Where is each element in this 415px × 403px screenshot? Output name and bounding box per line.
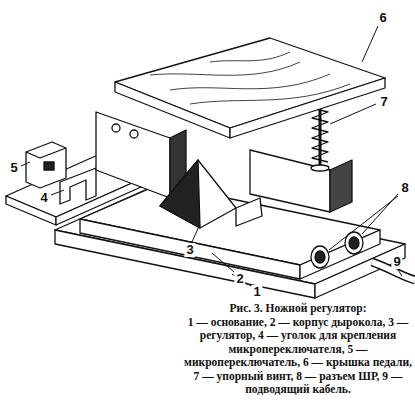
hole — [130, 130, 138, 138]
callout-number: 1 — [251, 285, 262, 299]
callout-number: 8 — [399, 181, 410, 195]
regulator — [160, 160, 236, 228]
screw-nut — [311, 165, 329, 171]
angle-bracket — [60, 168, 96, 204]
microswitch-edges — [26, 148, 66, 158]
callout-number: 9 — [391, 255, 402, 269]
housing-front — [80, 219, 300, 279]
figure-title: Рис. 3. Ножной регулятор: — [184, 302, 412, 316]
callout-number: 4 — [38, 191, 49, 205]
lid-top — [115, 38, 385, 128]
callout-number: 2 — [234, 272, 245, 286]
microswitch — [26, 142, 66, 188]
spring — [312, 108, 328, 162]
connector — [311, 246, 329, 268]
housing-side — [300, 230, 380, 279]
support-plate — [96, 112, 170, 198]
inner-block-side — [330, 160, 352, 212]
caption-block: Рис. 3. Ножной регулятор:1 — основание, … — [184, 302, 412, 397]
hole — [112, 124, 120, 132]
lid-side — [230, 78, 385, 138]
callout-number: 5 — [8, 161, 19, 175]
callout-number: 7 — [378, 95, 389, 109]
connector-pins — [349, 237, 359, 249]
connector-pins — [315, 251, 325, 263]
figure-caption: 1 — основание, 2 — корпус дырокола, 3 — … — [184, 316, 412, 397]
callout-number: 3 — [184, 243, 195, 257]
callout-number: 6 — [377, 11, 388, 25]
regulator-mount — [236, 198, 262, 226]
wood-grain — [150, 52, 350, 104]
regulator-shade — [160, 160, 200, 228]
lid-front — [115, 82, 230, 138]
leader-lines — [21, 26, 402, 286]
microswitch-button — [44, 162, 54, 170]
